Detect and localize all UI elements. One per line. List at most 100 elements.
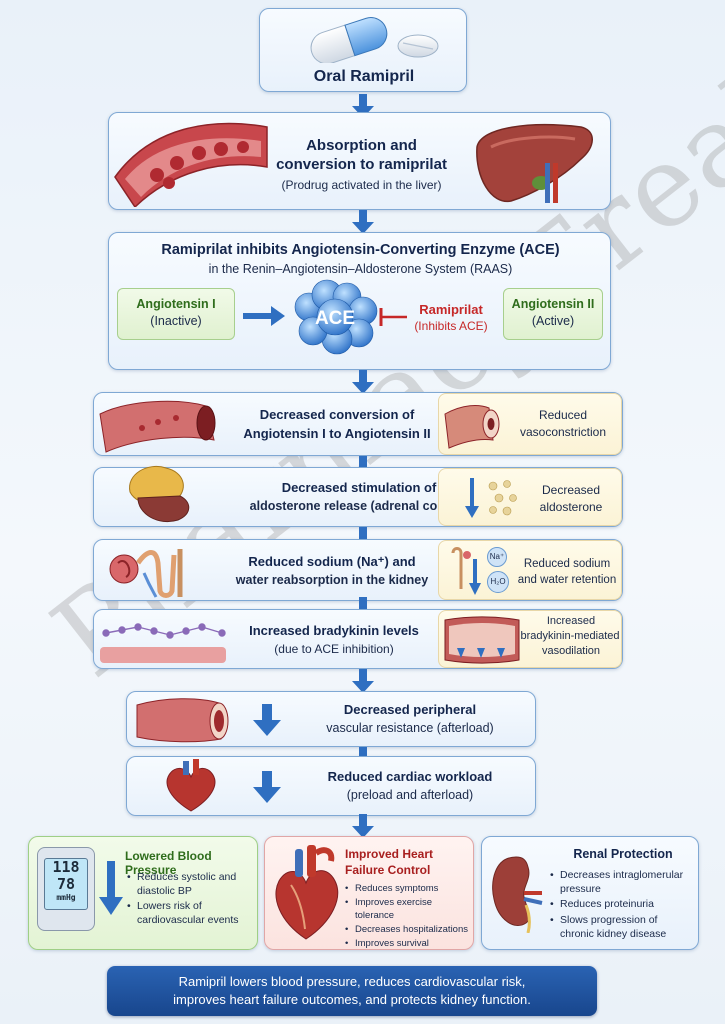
absorption-box: Absorption and conversion to ramiprilat …	[108, 112, 611, 210]
conversion-line-2: Angiotensin I to Angiotensin II	[243, 426, 431, 441]
aldosterone-line-2: aldosterone release (adrenal cortex)	[249, 499, 465, 513]
bradykinin-line-2: (due to ACE inhibition)	[274, 642, 394, 656]
bradykinin-molecule-icon	[100, 623, 226, 663]
list-item: Decreases intraglomerular pressure	[550, 869, 694, 896]
reduced-sodium-line-2: and water retention	[517, 574, 617, 586]
renal-list: Decreases intraglomerular pressure Reduc…	[550, 869, 694, 943]
down-arrow-blue-icon	[99, 861, 123, 915]
workload-line-1: Reduced cardiac workload	[327, 769, 493, 784]
constricted-vessel-icon	[444, 405, 500, 449]
nephron-icon	[109, 549, 183, 598]
decreased-aldosterone-line-2: aldosterone	[539, 500, 603, 514]
aldosterone-box: Decreased stimulation of aldosterone rel…	[93, 466, 623, 527]
vasodilation-line-1: Increased	[546, 615, 596, 627]
cardiac-workload-box: Reduced cardiac workload (preload and af…	[126, 756, 536, 816]
renal-protection-outcome: Renal Protection Decreases intraglomerul…	[481, 836, 699, 950]
ace-enzyme-icon	[294, 279, 378, 355]
renal-title: Renal Protection	[573, 847, 673, 861]
dilated-vessel-icon	[444, 616, 520, 664]
oral-ramipril-box: Oral Ramipril	[259, 8, 467, 92]
list-item: Slows progression of chronic kidney dise…	[550, 914, 694, 941]
adrenal-gland-icon	[129, 466, 190, 522]
resistance-line-2: vascular resistance (afterload)	[326, 721, 494, 735]
big-down-arrow-icon	[253, 704, 281, 736]
right-arrow-icon	[243, 306, 285, 326]
bp-diastolic: 78	[56, 875, 76, 893]
summary-line-2: improves heart failure outcomes, and pro…	[173, 992, 531, 1007]
ace-subtitle: in the Renin–Angiotensin–Aldosterone Sys…	[208, 262, 513, 276]
down-arrow-small-icon	[469, 559, 481, 595]
sodium-ion-icon: Na⁺	[487, 547, 507, 567]
reduced-sodium-line-1: Reduced sodium	[523, 558, 611, 570]
angiotensin-2-state: (Active)	[531, 313, 575, 328]
absorption-title-1: Absorption and	[306, 137, 417, 154]
blood-vessel-icon	[99, 400, 216, 453]
blood-vessel-icon	[114, 122, 268, 207]
angiotensin-1-state: (Inactive)	[150, 313, 202, 328]
list-item: Reduces symptoms	[345, 883, 473, 896]
water-molecule-icon: H₂O	[487, 571, 509, 593]
heart-icon	[166, 759, 216, 812]
angiotensin-2-label: Angiotensin II	[511, 297, 595, 311]
absorption-title-2: conversion to ramiprilat	[276, 156, 447, 173]
reduced-vasoconstriction-panel: Reduced vasoconstriction	[438, 393, 622, 455]
vascular-resistance-box: Decreased peripheral vascular resistance…	[126, 691, 536, 747]
reduced-sodium-panel: Na⁺ H₂O Reduced sodium and water retenti…	[438, 540, 622, 600]
down-arrow-icon	[352, 210, 374, 234]
hf-list: Reduces symptoms Improves exercise toler…	[345, 883, 473, 953]
heart-anatomy-icon	[275, 845, 339, 940]
tubule-icon	[451, 547, 471, 589]
list-item: Decreases hospitalizations	[345, 924, 473, 937]
list-item: Improves survival	[345, 938, 473, 951]
sodium-water-box: Reduced sodium (Na⁺) and water reabsorpt…	[93, 539, 623, 601]
sodium-line-1: Reduced sodium (Na⁺) and	[248, 554, 416, 569]
angiotensin-1-label: Angiotensin I	[136, 297, 216, 311]
bradykinin-line-1: Increased bradykinin levels	[249, 623, 419, 638]
bradykinin-box: Increased bradykinin levels (due to ACE …	[93, 609, 623, 669]
sodium-line-2: water reabsorption in the kidney	[235, 573, 429, 587]
conversion-line-1: Decreased conversion of	[259, 407, 415, 422]
vasoconstriction-line-1: Reduced	[538, 408, 588, 422]
vasodilation-panel: Increased bradykinin-mediated vasodilati…	[438, 610, 622, 668]
angiotensin-1-box: Angiotensin I (Inactive)	[117, 288, 235, 340]
big-down-arrow-icon	[253, 771, 281, 803]
ramiprilat-label: Ramiprilat	[419, 302, 483, 317]
oral-ramipril-title: Oral Ramipril	[313, 68, 415, 85]
list-item: Reduces proteinuria	[550, 898, 694, 912]
decreased-aldosterone-line-1: Decreased	[541, 483, 601, 497]
bp-systolic: 118	[52, 858, 80, 876]
down-arrow-small-icon	[465, 478, 479, 518]
liver-icon	[476, 124, 593, 203]
ace-label: ACE	[314, 308, 356, 329]
bp-monitor-icon: 118 78 mmHg	[37, 847, 95, 931]
summary-banner: Ramipril lowers blood pressure, reduces …	[107, 966, 597, 1016]
down-arrow-icon	[352, 669, 374, 693]
hf-title-2: Failure Control	[345, 863, 431, 877]
vasoconstriction-line-2: vasoconstriction	[519, 425, 607, 439]
down-arrow-icon	[352, 814, 374, 838]
hf-title-1: Improved Heart	[345, 847, 434, 861]
capsule-pill-icon	[310, 17, 439, 63]
kidney-icon	[492, 856, 543, 933]
hormone-dots-icon	[488, 480, 517, 516]
artery-icon	[136, 698, 229, 743]
list-item: Improves exercise tolerance	[345, 897, 473, 922]
bp-unit: mmHg	[56, 893, 76, 902]
angiotensin-2-box: Angiotensin II (Active)	[503, 288, 603, 340]
down-arrow-icon	[352, 370, 374, 394]
list-item: Lowers risk of cardiovascular events	[127, 900, 251, 927]
vasodilation-line-3: vasodilation	[541, 645, 601, 657]
resistance-line-1: Decreased peripheral	[343, 702, 477, 717]
decreased-aldosterone-panel: Decreased aldosterone	[438, 468, 622, 526]
bp-list: Reduces systolic and diastolic BP Lowers…	[127, 871, 251, 930]
ace-inhibition-box: Ramiprilat inhibits Angiotensin-Converti…	[108, 232, 611, 370]
absorption-note: (Prodrug activated in the liver)	[281, 178, 442, 192]
heart-failure-outcome: Improved Heart Failure Control Reduces s…	[264, 836, 474, 953]
ramiprilat-note: (Inhibits ACE)	[414, 319, 488, 333]
workload-line-2: (preload and afterload)	[346, 788, 474, 802]
ace-title: Ramiprilat inhibits Angiotensin-Converti…	[161, 242, 560, 258]
aldosterone-line-1: Decreased stimulation of	[281, 480, 437, 495]
summary-line-1: Ramipril lowers blood pressure, reduces …	[178, 974, 526, 989]
decreased-conversion-box: Decreased conversion of Angiotensin I to…	[93, 392, 623, 456]
vasodilation-line-2: bradykinin-mediated	[520, 630, 620, 642]
